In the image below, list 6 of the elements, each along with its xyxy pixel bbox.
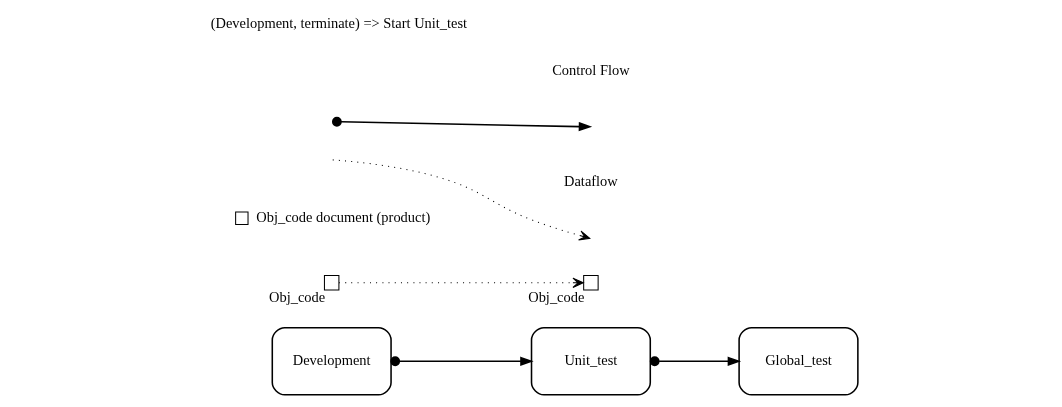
legend-label: Control Flow [552, 61, 630, 78]
legend-label: Obj_code document (product) [256, 209, 431, 226]
legend-label: Dataflow [564, 173, 618, 190]
diagram-title: (Development, terminate) => Start Unit_test [210, 14, 468, 31]
node-label: Obj_code [528, 288, 585, 305]
node-label: Obj_code [269, 288, 326, 305]
